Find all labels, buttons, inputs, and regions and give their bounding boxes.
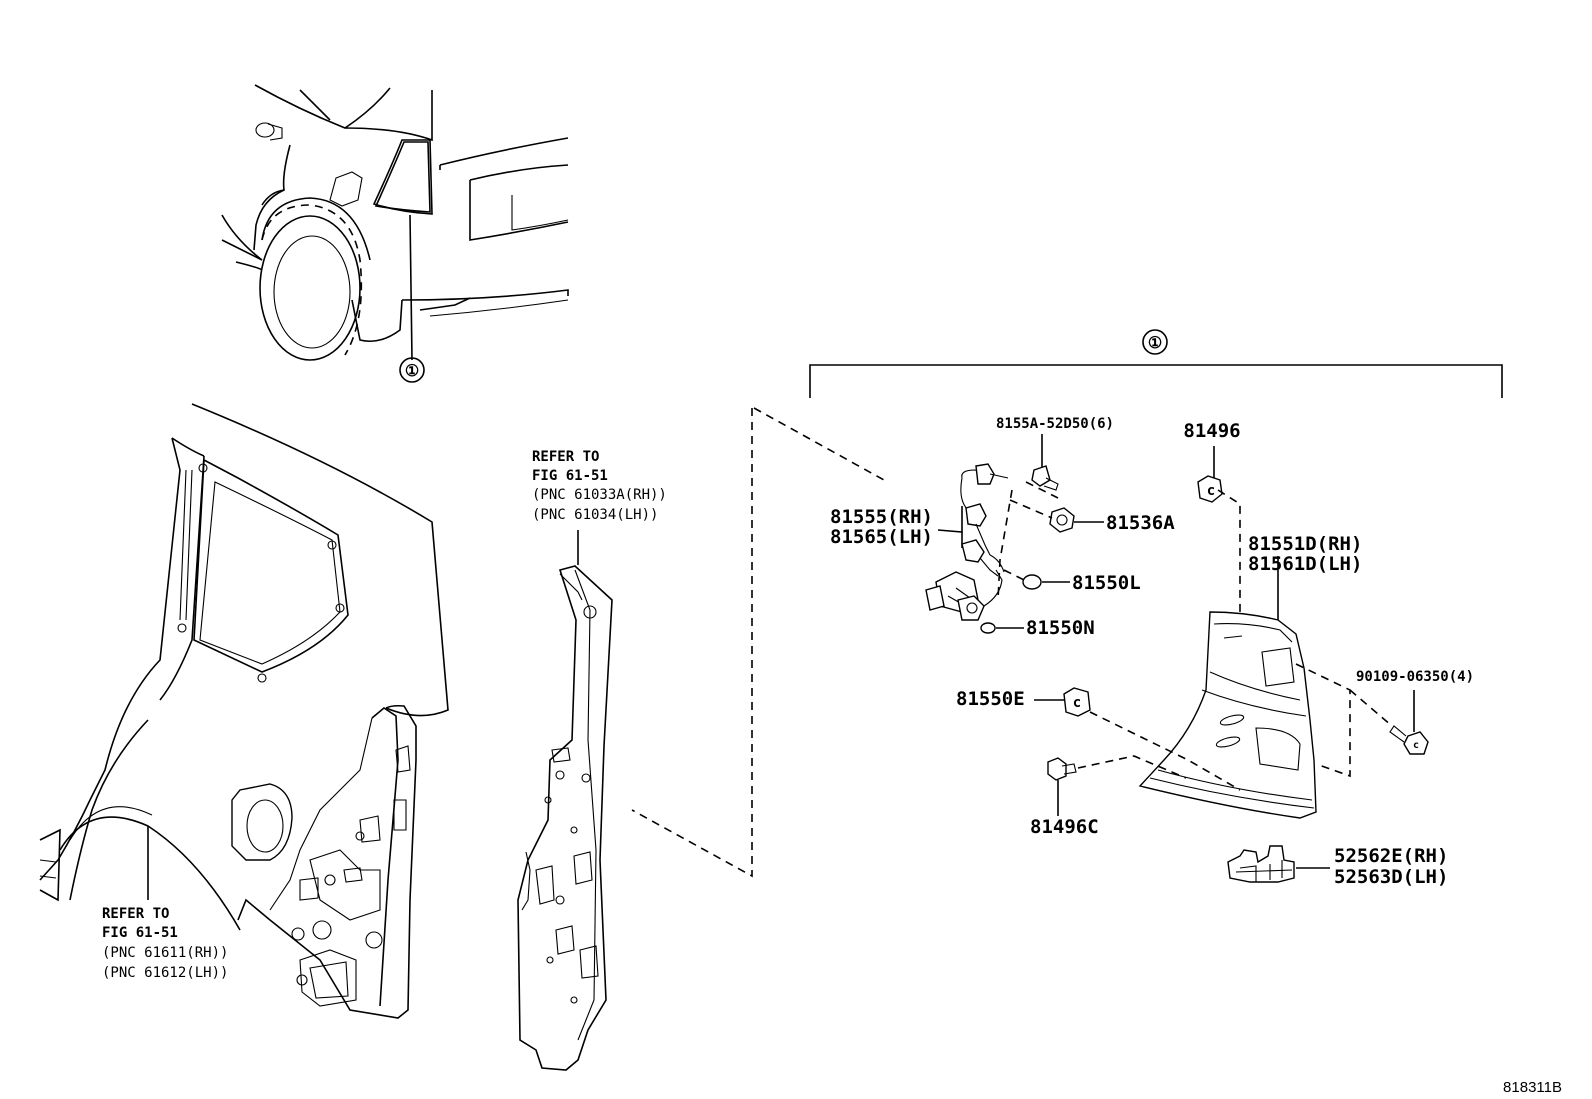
part-label-81561d-lh: 81561D(LH) bbox=[1248, 553, 1362, 575]
svg-text:c: c bbox=[1413, 740, 1419, 751]
quarter-panel bbox=[39, 403, 449, 1019]
socket-wire-assembly bbox=[925, 463, 1013, 621]
part-label-52562e-rh: 52562E(RH) bbox=[1334, 845, 1448, 867]
svg-text:c: c bbox=[1207, 483, 1215, 499]
part-label-81565-lh: 81565(LH) bbox=[830, 526, 933, 548]
assembly-leader-dashed bbox=[753, 407, 885, 481]
assembly-bracket: ① bbox=[809, 329, 1503, 398]
screw-90109: c bbox=[1389, 690, 1429, 755]
lamp-bracket bbox=[1227, 845, 1330, 883]
part-label-8155a-52d50: 8155A-52D50(6) bbox=[996, 416, 1114, 432]
rear-pillar bbox=[517, 530, 613, 1071]
part-label-81496: 81496 bbox=[1183, 420, 1240, 442]
part-label-90109-06350: 90109-06350(4) bbox=[1356, 669, 1474, 685]
part-labels: 8155A-52D50(6) 81496 81555(RH) 81565(LH)… bbox=[830, 416, 1474, 888]
vehicle-callout-marker: ① bbox=[405, 361, 419, 380]
screw-8155a bbox=[1025, 434, 1059, 499]
pillar-attach-dashed bbox=[631, 408, 753, 878]
pillar-ref-line4: (PNC 61034(LH)) bbox=[532, 507, 658, 523]
part-label-81550e: 81550E bbox=[956, 688, 1025, 710]
svg-text:c: c bbox=[1073, 695, 1081, 711]
quarter-ref-line1: REFER TO bbox=[102, 906, 169, 922]
pillar-ref-line3: (PNC 61033A(RH)) bbox=[532, 487, 667, 503]
part-label-81555-rh: 81555(RH) bbox=[830, 506, 933, 528]
part-label-81550l: 81550L bbox=[1072, 572, 1141, 594]
rear-combination-lamp bbox=[1138, 556, 1393, 819]
part-label-81551d-rh: 81551D(RH) bbox=[1248, 533, 1362, 555]
clip-81550e: c bbox=[1034, 687, 1241, 791]
vehicle-rear-view: ① bbox=[221, 84, 569, 383]
diagram-code: 818311B bbox=[1503, 1079, 1562, 1096]
pillar-ref-line2: FIG 61-51 bbox=[532, 468, 608, 484]
assembly-callout-marker: ① bbox=[1148, 333, 1162, 352]
bulb-81550l bbox=[1003, 569, 1070, 590]
part-label-81550n: 81550N bbox=[1026, 617, 1095, 639]
clip-81496c bbox=[1047, 755, 1187, 816]
quarter-ref-line3: (PNC 61611(RH)) bbox=[102, 945, 228, 961]
bulb-81550n bbox=[980, 622, 1024, 634]
quarter-ref-line2: FIG 61-51 bbox=[102, 925, 178, 941]
part-label-52563d-lh: 52563D(LH) bbox=[1334, 866, 1448, 888]
part-label-81496c: 81496C bbox=[1030, 816, 1099, 838]
pillar-ref-line1: REFER TO bbox=[532, 449, 599, 465]
clip-81496: c bbox=[1197, 446, 1241, 660]
quarter-ref-line4: (PNC 61612(LH)) bbox=[102, 965, 228, 981]
quarter-panel-reference: REFER TO FIG 61-51 (PNC 61611(RH)) (PNC … bbox=[102, 906, 228, 981]
pillar-reference: REFER TO FIG 61-51 (PNC 61033A(RH)) (PNC… bbox=[532, 449, 667, 523]
nut-81536a bbox=[1009, 499, 1104, 533]
part-label-81536a: 81536A bbox=[1106, 512, 1175, 534]
